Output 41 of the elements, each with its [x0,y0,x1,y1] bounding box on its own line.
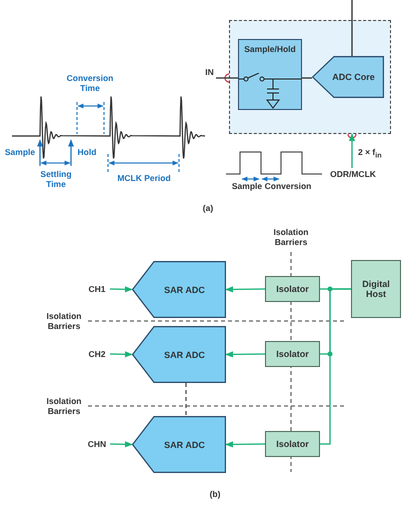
sar-adc-block: SAR ADC [132,416,226,473]
digital-host-block: Digital Host [351,260,401,318]
phase-label: Conversion [264,182,312,192]
block-title: Sample/Hold [244,44,296,54]
adc-core-block: ADC Core [312,56,384,98]
isolator-block: Isolator [265,431,320,457]
channel-label: CHN [84,438,110,450]
connector-line [110,441,133,448]
connector-line [225,351,265,358]
isolator-block: Isolator [265,341,320,367]
connector-line [348,133,356,168]
clock-label: ODR/MCLK [325,168,381,180]
barrier-label: Isolation Barriers [46,312,82,332]
input-label: IN [203,66,216,77]
connector-line [225,286,265,293]
marker-label: Sample [4,148,36,158]
connector-line [351,0,353,56]
continuation-line [185,383,187,416]
connector-line [110,286,133,292]
connector-line [216,77,238,79]
channel-label: CH1 [84,283,110,295]
connector-line [110,351,133,358]
barrier-label: Isolation Barriers [272,228,310,248]
marker-label: Hold [76,148,98,158]
dimension-label: Settling Time [39,170,73,190]
edge-label: 2 × f$_{in}$ [358,148,382,160]
barrier-label: Isolation Barriers [46,397,82,417]
dashed-boundary-box [229,20,391,134]
figure-caption: (a) [202,204,214,214]
sar-adc-block: SAR ADC [132,261,226,318]
channel-label: CH2 [84,348,110,360]
connector-line [302,77,312,79]
dimension-label: Conversion Time [66,74,114,94]
connector-line [320,288,351,445]
sample-hold-block [238,39,302,110]
figure-caption: (b) [208,490,222,500]
isolator-block: Isolator [265,276,320,302]
connector-line [225,441,265,448]
dimension-label: MCLK Period [116,174,172,184]
sar-adc-block: SAR ADC [132,326,226,383]
phase-label: Sample [230,182,264,192]
